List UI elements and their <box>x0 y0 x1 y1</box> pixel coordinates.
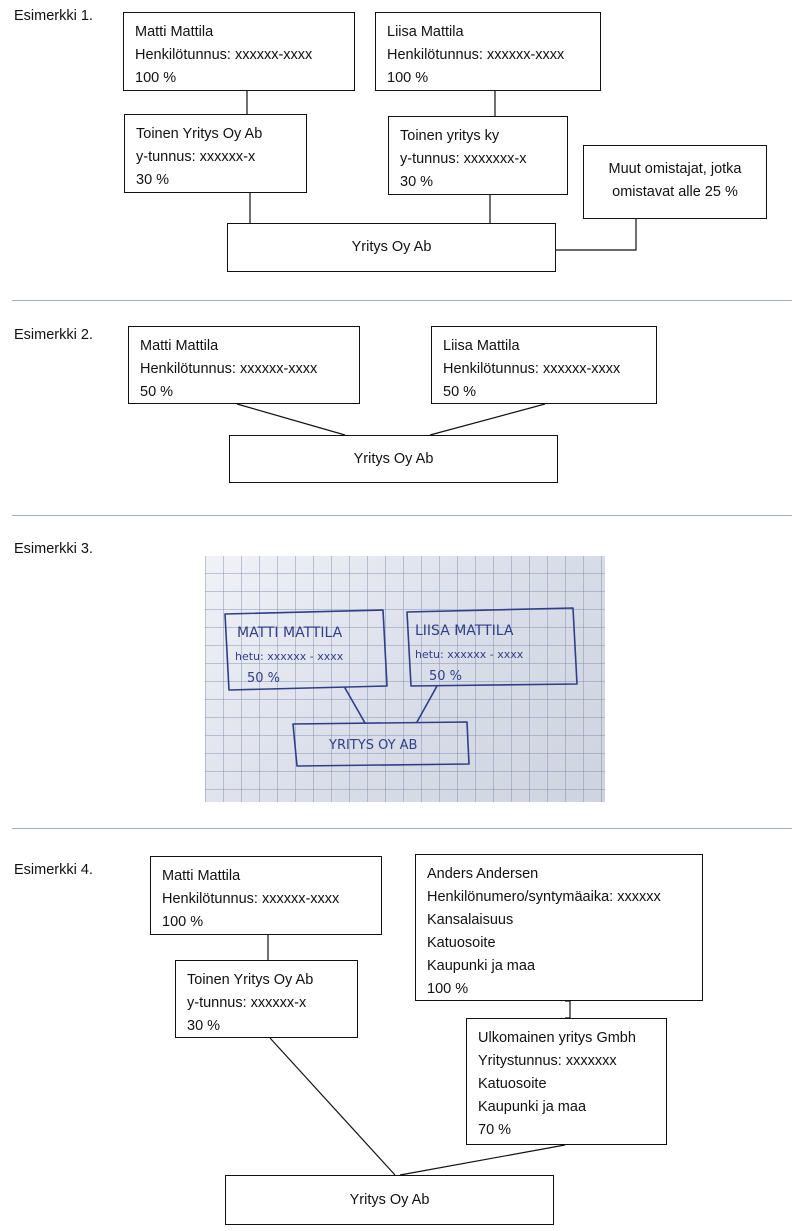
owner-name: Liisa Mattila <box>443 338 520 354</box>
company-box-toinen-yritys-oy-ab: Toinen Yritys Oy Ab y-tunnus: xxxxxx-x 3… <box>124 114 307 193</box>
company-box-toinen-yritys-oy-ab: Toinen Yritys Oy Ab y-tunnus: xxxxxx-x 3… <box>175 960 358 1038</box>
company-id: y-tunnus: xxxxxxx-x <box>400 151 527 167</box>
hand-box-left <box>224 609 388 691</box>
section-divider <box>12 300 792 301</box>
handwritten-drawing: MATTI MATTILA hetu: xxxxxx - xxxx 50 % L… <box>224 607 578 767</box>
owner-id: Henkilötunnus: xxxxxx-xxxx <box>140 361 318 377</box>
owner-city-country: Kaupunki ja maa <box>427 958 536 974</box>
owner-name: Liisa Mattila <box>387 24 464 40</box>
target-company-name: Yritys Oy Ab <box>351 239 432 255</box>
company-id: Yritystunnus: xxxxxxx <box>478 1053 617 1069</box>
owner-id: Henkilötunnus: xxxxxx-xxxx <box>443 361 621 377</box>
connector-line <box>269 1037 396 1176</box>
hand-left-name: MATTI MATTILA <box>237 625 343 641</box>
hand-right-id: hetu: xxxxxx - xxxx <box>415 648 524 661</box>
company-name: Ulkomainen yritys Gmbh <box>478 1030 636 1046</box>
company-box-ulkomainen-yritys: Ulkomainen yritys Gmbh Yritystunnus: xxx… <box>466 1018 667 1145</box>
company-id: y-tunnus: xxxxxx-x <box>187 995 307 1011</box>
owner-name: Anders Andersen <box>427 866 539 882</box>
hand-left-id: hetu: xxxxxx - xxxx <box>235 650 344 663</box>
owner-id: Henkilötunnus: xxxxxx-xxxx <box>135 47 313 63</box>
owner-id: Henkilötunnus: xxxxxx-xxxx <box>162 891 340 907</box>
hand-right-name: LIISA MATTILA <box>415 623 514 639</box>
hand-right-share: 50 % <box>429 669 462 684</box>
example-3-label: Esimerkki 3. <box>14 541 93 557</box>
connector-line <box>236 403 346 436</box>
owner-name: Matti Mattila <box>162 868 241 884</box>
connector-line <box>565 1000 571 1019</box>
company-share: 30 % <box>136 172 170 188</box>
example-1-label: Esimerkki 1. <box>14 8 93 24</box>
company-id: y-tunnus: xxxxxx-x <box>136 149 256 165</box>
connector-line <box>556 219 637 251</box>
hand-connector <box>416 685 438 723</box>
company-share: 30 % <box>400 174 434 190</box>
target-company-box: Yritys Oy Ab <box>227 223 556 272</box>
owner-box-liisa-mattila: Liisa Mattila Henkilötunnus: xxxxxx-xxxx… <box>431 326 657 404</box>
owner-share: 100 % <box>135 70 177 86</box>
other-owners-line-2: omistavat alle 25 % <box>612 184 738 200</box>
company-name: Toinen yritys ky <box>400 128 500 144</box>
owner-street-address: Katuosoite <box>427 935 496 951</box>
company-share: 30 % <box>187 1018 221 1034</box>
owner-share: 50 % <box>443 384 477 400</box>
company-name: Toinen Yritys Oy Ab <box>136 126 263 142</box>
owner-name: Matti Mattila <box>135 24 214 40</box>
section-divider <box>12 828 792 829</box>
company-box-toinen-yritys-ky: Toinen yritys ky y-tunnus: xxxxxxx-x 30 … <box>388 116 568 195</box>
owner-share: 100 % <box>427 981 469 997</box>
owner-id: Henkilötunnus: xxxxxx-xxxx <box>387 47 565 63</box>
owner-box-anders-andersen: Anders Andersen Henkilönumero/syntymäaik… <box>415 854 703 1001</box>
owner-share: 50 % <box>140 384 174 400</box>
owner-share: 100 % <box>387 70 429 86</box>
connector-line <box>399 1144 566 1176</box>
example-4-label: Esimerkki 4. <box>14 862 93 878</box>
hand-left-share: 50 % <box>247 671 280 686</box>
owner-box-matti-mattila: Matti Mattila Henkilötunnus: xxxxxx-xxxx… <box>150 856 382 935</box>
hand-box-right <box>406 607 578 687</box>
handwritten-diagram-photo: MATTI MATTILA hetu: xxxxxx - xxxx 50 % L… <box>205 556 605 802</box>
example-2-label: Esimerkki 2. <box>14 327 93 343</box>
target-company-box: Yritys Oy Ab <box>225 1175 554 1225</box>
company-name: Toinen Yritys Oy Ab <box>187 972 314 988</box>
connector-line <box>429 403 546 436</box>
owner-box-matti-mattila: Matti Mattila Henkilötunnus: xxxxxx-xxxx… <box>123 12 355 91</box>
owner-name: Matti Mattila <box>140 338 219 354</box>
section-divider <box>12 515 792 516</box>
target-company-box: Yritys Oy Ab <box>229 435 558 483</box>
company-share: 70 % <box>478 1122 512 1138</box>
owner-nationality: Kansalaisuus <box>427 912 514 928</box>
company-city-country: Kaupunki ja maa <box>478 1099 587 1115</box>
other-owners-line-1: Muut omistajat, jotka <box>608 161 742 177</box>
company-street-address: Katuosoite <box>478 1076 547 1092</box>
other-owners-box: Muut omistajat, jotka omistavat alle 25 … <box>583 145 767 219</box>
target-company-name: Yritys Oy Ab <box>353 450 434 467</box>
hand-bottom-name: YRITYS OY AB <box>328 738 417 753</box>
hand-connector <box>344 687 366 724</box>
owner-share: 100 % <box>162 914 204 930</box>
target-company-name: Yritys Oy Ab <box>349 1191 430 1208</box>
owner-id: Henkilönumero/syntymäaika: xxxxxx <box>427 889 661 905</box>
owner-box-liisa-mattila: Liisa Mattila Henkilötunnus: xxxxxx-xxxx… <box>375 12 601 91</box>
owner-box-matti-mattila: Matti Mattila Henkilötunnus: xxxxxx-xxxx… <box>128 326 360 404</box>
hand-box-bottom <box>292 721 470 767</box>
